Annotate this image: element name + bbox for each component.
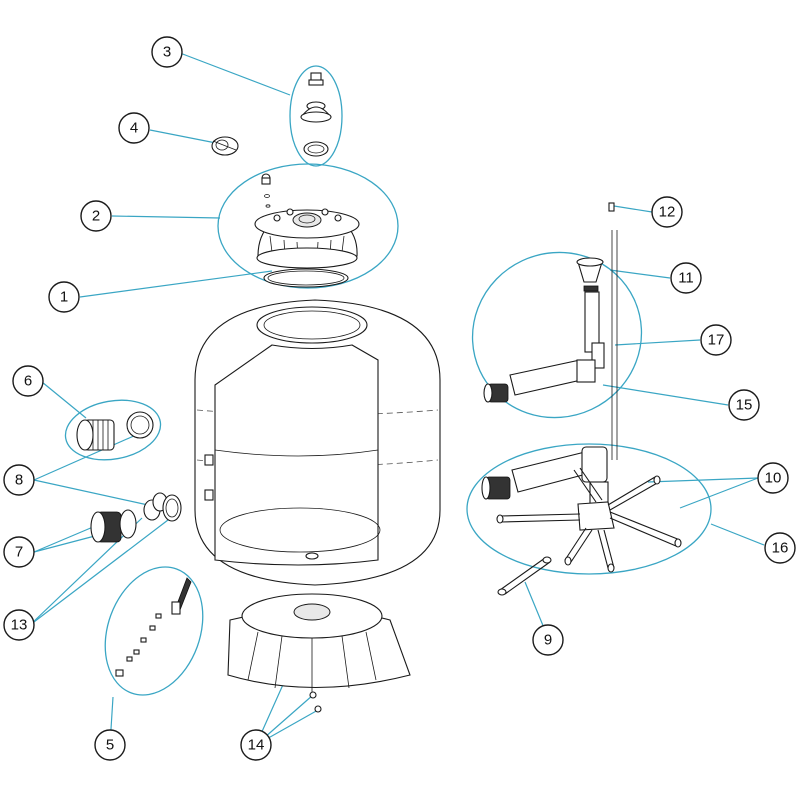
callout-13: 13 xyxy=(3,609,35,641)
callout-16: 16 xyxy=(764,532,796,564)
leader-13b xyxy=(29,519,169,626)
callout-17: 17 xyxy=(700,324,732,356)
callout-label-8: 8 xyxy=(15,472,23,489)
group-ellipse-16 xyxy=(466,443,712,575)
callout-label-17: 17 xyxy=(708,332,725,349)
callout-label-14: 14 xyxy=(248,737,265,754)
leader-10a xyxy=(647,477,759,483)
leader-8b xyxy=(33,479,149,506)
callout-2: 2 xyxy=(80,200,112,232)
part-3-plug-assembly xyxy=(300,72,332,157)
part-14-base xyxy=(227,593,411,713)
callout-12: 12 xyxy=(651,196,683,228)
part-1-oring xyxy=(263,268,349,288)
filter-tank xyxy=(194,299,441,586)
callout-15: 15 xyxy=(728,389,760,421)
leader-11 xyxy=(609,269,671,279)
part-16-10-laterals xyxy=(481,446,682,596)
callout-label-12: 12 xyxy=(659,204,676,221)
callout-label-2: 2 xyxy=(92,208,100,225)
group-ellipse-3 xyxy=(289,65,343,167)
callout-label-4: 4 xyxy=(130,120,138,137)
callout-label-3: 3 xyxy=(163,44,171,61)
callout-8: 8 xyxy=(3,464,35,496)
leader-6 xyxy=(41,381,87,419)
callout-5: 5 xyxy=(94,729,126,761)
callout-label-15: 15 xyxy=(736,397,753,414)
callout-label-16: 16 xyxy=(772,540,789,557)
part-4-nut xyxy=(211,136,239,156)
callout-label-5: 5 xyxy=(106,737,114,754)
leader-4 xyxy=(149,129,217,144)
callout-4: 4 xyxy=(118,112,150,144)
group-ellipse-6 xyxy=(64,399,162,461)
part-15-17-collector xyxy=(483,202,618,460)
group-ellipse-2 xyxy=(217,163,399,289)
part-5-small-parts xyxy=(115,577,192,677)
callout-label-11: 11 xyxy=(678,270,694,287)
group-ellipse-5 xyxy=(104,566,204,696)
callout-3: 3 xyxy=(151,36,183,68)
callout-9: 9 xyxy=(532,624,564,656)
leader-3 xyxy=(179,52,291,96)
leader-16 xyxy=(710,523,765,546)
callout-label-7: 7 xyxy=(15,544,23,561)
leader-8a xyxy=(33,434,137,481)
part-7-union xyxy=(90,509,137,543)
callout-11: 11 xyxy=(670,262,702,294)
leader-1 xyxy=(79,270,273,298)
leader-7a xyxy=(33,526,94,553)
callout-7: 7 xyxy=(3,536,35,568)
callout-label-10: 10 xyxy=(765,470,782,487)
callout-10: 10 xyxy=(757,462,789,494)
part-6-union xyxy=(76,411,154,451)
callout-label-13: 13 xyxy=(11,617,28,634)
leader-10b xyxy=(679,477,759,509)
leader-17 xyxy=(614,339,701,346)
part-2-lid xyxy=(254,173,360,269)
leader-12 xyxy=(613,205,653,213)
callout-label-9: 9 xyxy=(544,632,552,649)
leader-9 xyxy=(524,581,545,629)
group-ellipse-17 xyxy=(471,251,643,419)
part-8-13-gaskets xyxy=(143,492,182,522)
callout-6: 6 xyxy=(12,365,44,397)
leader-15 xyxy=(602,384,729,406)
callout-1: 1 xyxy=(48,281,80,313)
callout-label-6: 6 xyxy=(24,373,32,390)
callout-label-1: 1 xyxy=(60,289,68,306)
callout-14: 14 xyxy=(240,729,272,761)
leader-2 xyxy=(111,215,221,219)
